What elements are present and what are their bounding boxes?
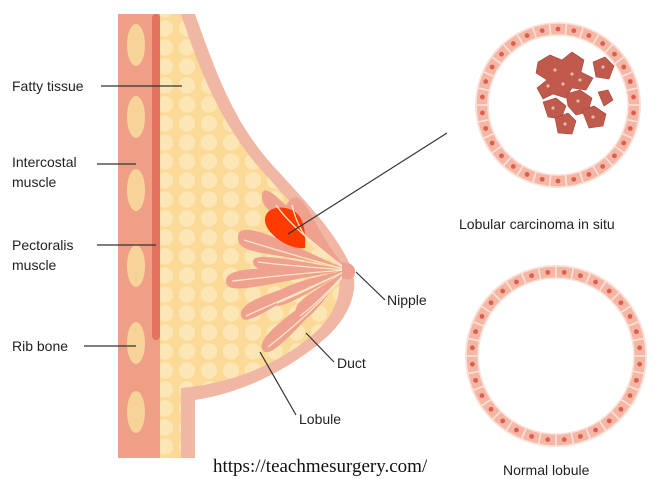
breast-cross-section [160, 14, 355, 458]
cell-nucleus [593, 428, 598, 433]
pectoralis-muscle [152, 14, 160, 340]
normal-lobule [466, 266, 646, 446]
cell-nucleus [628, 314, 633, 319]
cell-nucleus [529, 273, 534, 278]
cell-nucleus [631, 95, 636, 100]
rib-bone [127, 24, 145, 66]
cell-nucleus [628, 126, 633, 131]
cell-nucleus [621, 65, 626, 70]
cell-nucleus [628, 79, 633, 84]
rib-bone [127, 245, 145, 287]
cell-nucleus [480, 95, 485, 100]
cell-nucleus [490, 141, 495, 146]
cell-nucleus [619, 300, 624, 305]
cell-nucleus [612, 52, 617, 57]
cell-nucleus [571, 28, 576, 33]
cell-nucleus [545, 437, 550, 442]
cell-nucleus [529, 434, 534, 439]
cell-nucleus [578, 273, 583, 278]
cell-nucleus [562, 270, 567, 275]
cell-nucleus [621, 141, 626, 146]
label-rib-bone: Rib bone [12, 338, 68, 354]
cell-nucleus [483, 126, 488, 131]
cell-nucleus [480, 393, 485, 398]
cell-nucleus [578, 434, 583, 439]
cell-nucleus [631, 111, 636, 116]
cell-nucleus [545, 270, 550, 275]
cell-nucleus [489, 407, 494, 412]
cell-nucleus [480, 111, 485, 116]
cell-nucleus [473, 329, 478, 334]
cell-nucleus [612, 153, 617, 158]
rib-bone [127, 391, 145, 433]
chest-wall [118, 14, 160, 458]
rib-bone [127, 322, 145, 364]
cell-nucleus [500, 419, 505, 424]
label-fatty-tissue: Fatty tissue [12, 78, 84, 94]
cell-nucleus [637, 345, 642, 350]
cell-nucleus [483, 79, 488, 84]
cell-nucleus [556, 179, 561, 184]
caption-lcis: Lobular carcinoma in situ [459, 216, 615, 232]
cell-nucleus [499, 153, 504, 158]
cell-nucleus [540, 28, 545, 33]
cell-nucleus [628, 393, 633, 398]
cell-nucleus [480, 314, 485, 319]
label-nipple: Nipple [387, 292, 427, 308]
cell-nucleus [473, 378, 478, 383]
nipple [342, 262, 355, 279]
cell-nucleus [511, 41, 516, 46]
cell-nucleus [607, 289, 612, 294]
cell-nucleus [540, 177, 545, 182]
cell-nucleus [587, 172, 592, 177]
watermark-url: https://teachmesurgery.com/ [213, 456, 428, 477]
label-pectoralis-line1: Pectoralis [12, 237, 73, 253]
cell-nucleus [500, 289, 505, 294]
label-intercostal-line1: Intercostal [12, 154, 77, 170]
cell-nucleus [470, 362, 475, 367]
cell-nucleus [499, 52, 504, 57]
label-duct: Duct [337, 355, 366, 371]
cell-nucleus [593, 280, 598, 285]
cell-nucleus [470, 345, 475, 350]
cell-nucleus [490, 65, 495, 70]
caption-normal-lobule: Normal lobule [503, 462, 590, 478]
label-intercostal-line2: muscle [12, 174, 57, 190]
cell-nucleus [489, 300, 494, 305]
cell-nucleus [556, 27, 561, 32]
cell-nucleus [525, 33, 530, 38]
cell-nucleus [619, 407, 624, 412]
lcis-lobule [476, 23, 640, 187]
cell-nucleus [562, 437, 567, 442]
cell-nucleus [571, 177, 576, 182]
cell-nucleus [637, 362, 642, 367]
label-lobule: Lobule [299, 411, 341, 427]
cell-nucleus [607, 419, 612, 424]
cell-nucleus [634, 378, 639, 383]
rib-bone [127, 169, 145, 211]
cell-nucleus [514, 280, 519, 285]
cell-nucleus [587, 33, 592, 38]
cell-nucleus [600, 41, 605, 46]
cell-nucleus [511, 164, 516, 169]
cell-nucleus [600, 164, 605, 169]
cell-nucleus [514, 428, 519, 433]
cell-nucleus [634, 329, 639, 334]
rib-bone [127, 96, 145, 138]
label-pectoralis-line2: muscle [12, 257, 57, 273]
cell-nucleus [525, 172, 530, 177]
